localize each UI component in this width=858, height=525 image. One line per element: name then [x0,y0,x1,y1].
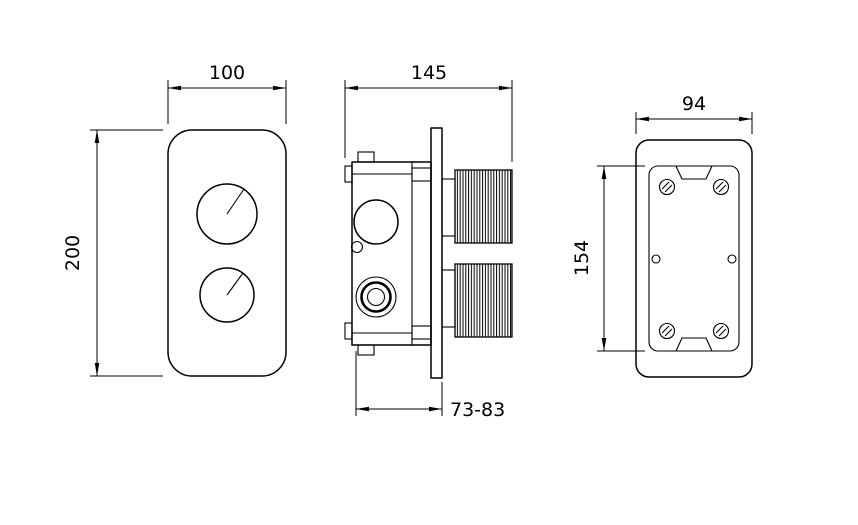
back-height-dimension: 154 [571,165,645,352]
lower-knob-indicator [226,272,244,296]
screw-slot [715,181,724,190]
back-inner-frame [648,165,740,352]
lower-port-thread-ring [360,281,392,313]
dim-side-depth: 73-83 [450,399,505,421]
side-pilot-hole-right [727,254,737,264]
corner-screw-top-right [712,178,730,196]
screw-head [658,322,676,340]
lower-knob [199,267,255,323]
front-view: 100 200 [62,62,287,377]
back-view: 94 154 [571,93,753,378]
screw-head [658,178,676,196]
dim-front-width: 100 [209,62,245,84]
pipe-neck-top [441,178,456,237]
screw-head [712,178,730,196]
body-flange-bottom [411,325,432,340]
body-flange-top [411,167,432,182]
screw-slot [664,328,673,337]
mounting-plate [430,127,443,379]
threaded-pipe-bottom [454,263,513,338]
corner-screw-bottom-right [712,322,730,340]
side-width-dimension: 145 [344,62,513,162]
threaded-pipe-top [454,169,513,244]
body-screw-hole [350,240,364,254]
screw-slot [661,181,670,190]
dim-back-width: 94 [682,93,706,115]
body-stub-top [357,151,375,163]
lower-port-outer-ring [355,276,397,318]
side-view: 145 73-83 [344,62,513,421]
screw-slot [718,328,727,337]
body-tab-bottom [344,322,353,340]
upper-knob [196,183,258,245]
screw-slot [661,325,670,334]
screw-slot [718,184,727,193]
bottom-mount-tab [675,337,713,352]
front-width-dimension: 100 [167,62,287,124]
top-mount-tab [675,165,713,180]
dim-front-height: 200 [62,235,84,271]
back-housing-outline [635,139,753,378]
pipe-neck-bottom [441,269,456,328]
side-pilot-hole-left [651,254,661,264]
front-panel-outline [167,129,287,377]
dim-side-width: 145 [411,62,447,84]
front-height-dimension: 200 [62,129,163,377]
upper-cartridge-port [353,199,399,245]
screw-head [712,322,730,340]
back-width-dimension: 94 [635,93,753,134]
corner-screw-bottom-left [658,322,676,340]
upper-knob-indicator [226,188,245,215]
side-depth-dimension: 73-83 [355,351,505,421]
lower-port-inner-ring [366,287,386,307]
screw-slot [664,184,673,193]
body-tab-top [344,165,353,183]
valve-body [351,161,432,346]
body-stub-bottom [357,344,375,356]
dim-back-height: 154 [571,240,593,276]
screw-slot [715,325,724,334]
corner-screw-top-left [658,178,676,196]
